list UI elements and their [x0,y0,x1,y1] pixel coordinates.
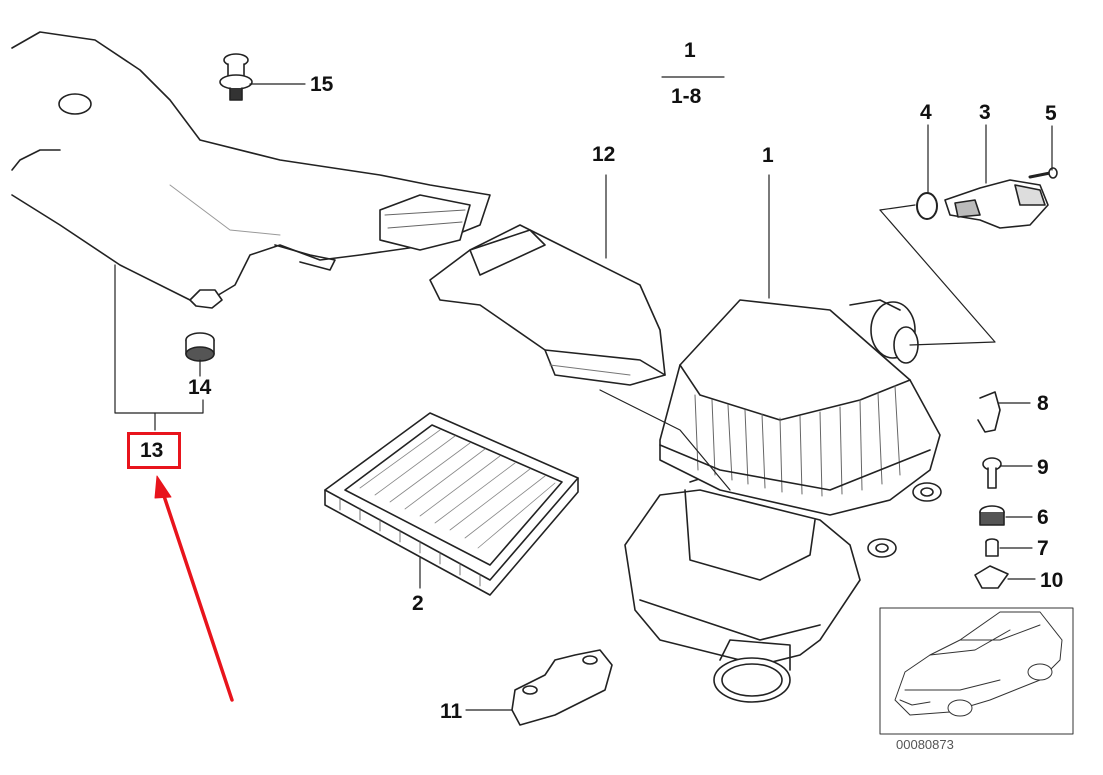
nut-clip-part-10 [974,565,1009,589]
highlight-arrow [154,475,234,702]
callout-11: 11 [440,700,463,723]
intake-duct-part-13 [11,31,491,309]
callout-14: 14 [188,376,212,399]
callout-9: 9 [1037,456,1049,479]
sleeve-part-7 [985,538,999,557]
callout-3: 3 [979,101,991,124]
callout-1-top: 1 [684,39,696,62]
highlight-box-13 [127,432,181,469]
callout-1-8: 1-8 [671,85,702,108]
callout-4: 4 [920,101,932,124]
inset-image-id: 00080873 [896,737,954,752]
connector-duct-part-12 [429,224,666,386]
bolt-part-9 [982,457,1002,489]
callout-15: 15 [310,73,334,96]
leader-lines [114,76,1053,711]
rubber-mount-part-6 [979,505,1005,526]
callout-13: 13 [140,439,164,462]
filter-element-part-2 [324,412,579,596]
callout-7: 7 [1037,537,1049,560]
bracket-part-11 [511,649,613,726]
callout-5: 5 [1045,102,1057,125]
callout-10: 10 [1040,569,1064,592]
o-ring-part-4 [916,192,938,220]
callout-1: 1 [762,144,774,167]
vehicle-inset [879,607,1074,735]
callout-12: 12 [592,143,616,166]
grommet-part-14 [185,332,215,362]
air-filter-housing-part-1 [624,299,942,703]
screw-part-5 [1028,167,1058,179]
callout-6: 6 [1037,506,1049,529]
push-clip-part-15 [219,53,253,101]
maf-sensor-part-3 [944,179,1049,229]
clip-part-8 [977,391,1001,433]
callout-2: 2 [412,592,424,615]
callout-8: 8 [1037,392,1049,415]
